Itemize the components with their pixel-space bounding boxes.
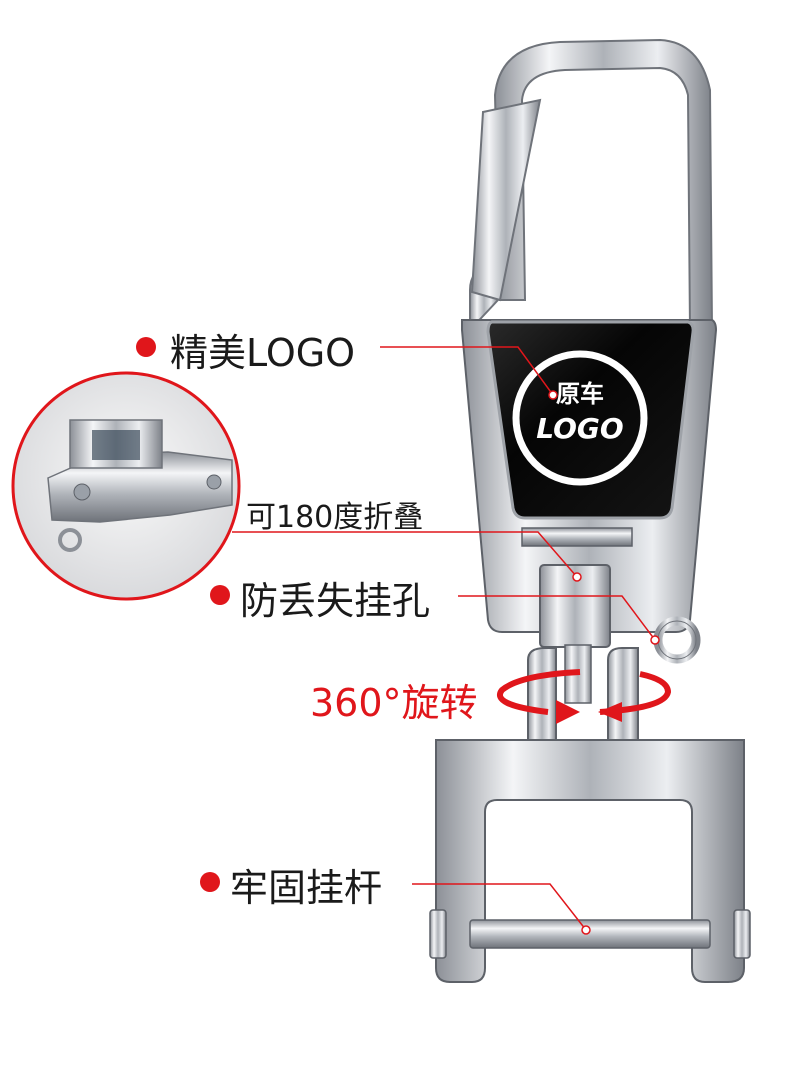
u-shackle	[429, 739, 751, 983]
bullet-dot	[136, 337, 156, 357]
swivel-connector	[521, 527, 639, 741]
logo-feature-label: 精美LOGO	[170, 331, 356, 375]
fold-detail-zoom-circle	[11, 371, 241, 601]
bullet-dot	[200, 872, 220, 892]
hole-feature-label: 防丢失挂孔	[240, 579, 431, 623]
rotation-arrow-icon	[497, 669, 672, 724]
carabiner-hook	[469, 38, 714, 333]
fold-feature-label: 可180度折叠	[246, 500, 424, 535]
bullet-dot	[210, 585, 230, 605]
logo-badge	[486, 320, 695, 520]
leader-lines	[232, 346, 660, 935]
rotate-feature-label: 360°旋转	[310, 681, 478, 725]
rod-feature-label: 牢固挂杆	[230, 866, 383, 910]
badge-text-line2: LOGO	[536, 412, 623, 445]
badge-text-line1: 原车	[556, 380, 604, 408]
